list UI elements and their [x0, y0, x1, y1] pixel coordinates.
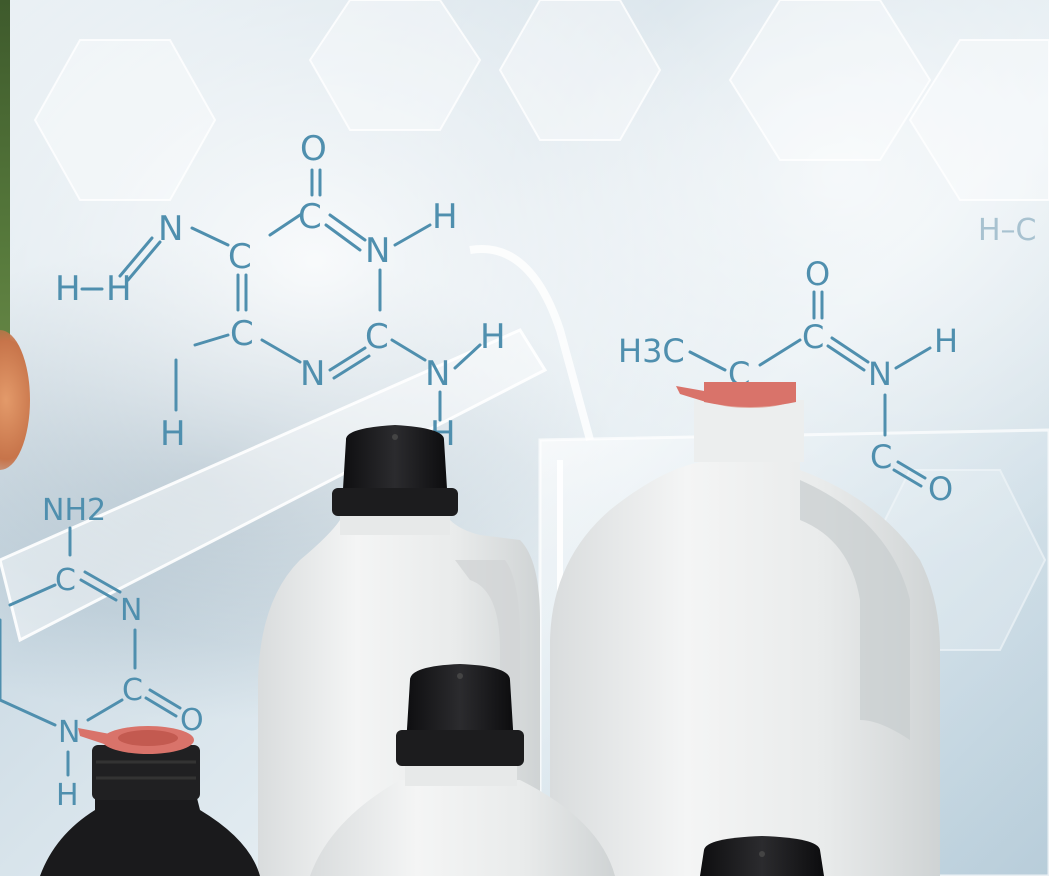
atom-label: C	[365, 317, 389, 357]
front-bottle	[310, 664, 615, 876]
jug-neck	[694, 400, 804, 462]
atom-label: H	[106, 269, 132, 309]
atom-label: H	[56, 778, 79, 813]
atom-label: H	[160, 414, 186, 454]
atom-label: H3C	[618, 332, 685, 370]
atom-label: N	[868, 355, 892, 393]
large-jug	[550, 382, 940, 876]
molecule-right: O C N H H3C C C O	[618, 255, 958, 508]
atom-label: N	[425, 354, 450, 394]
atom-label: C	[870, 438, 892, 476]
atom-label: O	[928, 470, 953, 508]
atom-label: N	[300, 354, 325, 394]
atom-label: H	[432, 197, 458, 237]
atom-label: O	[805, 255, 830, 293]
molecule-left: O C N H N C H H C N C	[55, 129, 506, 454]
atom-label: C	[122, 673, 143, 708]
bottom-right-cap	[700, 836, 824, 876]
atom-label: H	[934, 322, 958, 360]
hexagon	[498, 0, 662, 141]
threaded-neck	[92, 745, 200, 800]
dark-bottle	[40, 726, 260, 876]
atom-label: N	[58, 715, 80, 750]
atom-label: N	[158, 209, 183, 249]
fragment-label: H–C	[978, 213, 1037, 248]
atom-label: N	[365, 231, 390, 271]
hexagon	[728, 0, 932, 161]
black-cap	[406, 664, 514, 751]
atom-label: C	[230, 314, 254, 354]
atom-label: C	[298, 197, 322, 237]
atom-label: C	[228, 237, 252, 277]
test-tube	[0, 245, 594, 643]
hexagon	[308, 0, 482, 131]
hexagon	[908, 39, 1049, 201]
atom-label: NH2	[42, 493, 106, 528]
atom-label: H	[55, 269, 81, 309]
left-edge-strip	[0, 0, 10, 420]
atom-label: H	[480, 317, 506, 357]
atom-label: O	[300, 129, 327, 169]
molecule-fragment: H–C	[978, 213, 1037, 248]
molecule-bottom-left: NH2 C N C O N H	[0, 493, 204, 813]
atom-label: N	[120, 593, 142, 628]
atom-label: O	[180, 703, 204, 738]
hexagon	[33, 39, 217, 201]
atom-label: C	[802, 318, 824, 356]
atom-label: C	[55, 563, 76, 598]
